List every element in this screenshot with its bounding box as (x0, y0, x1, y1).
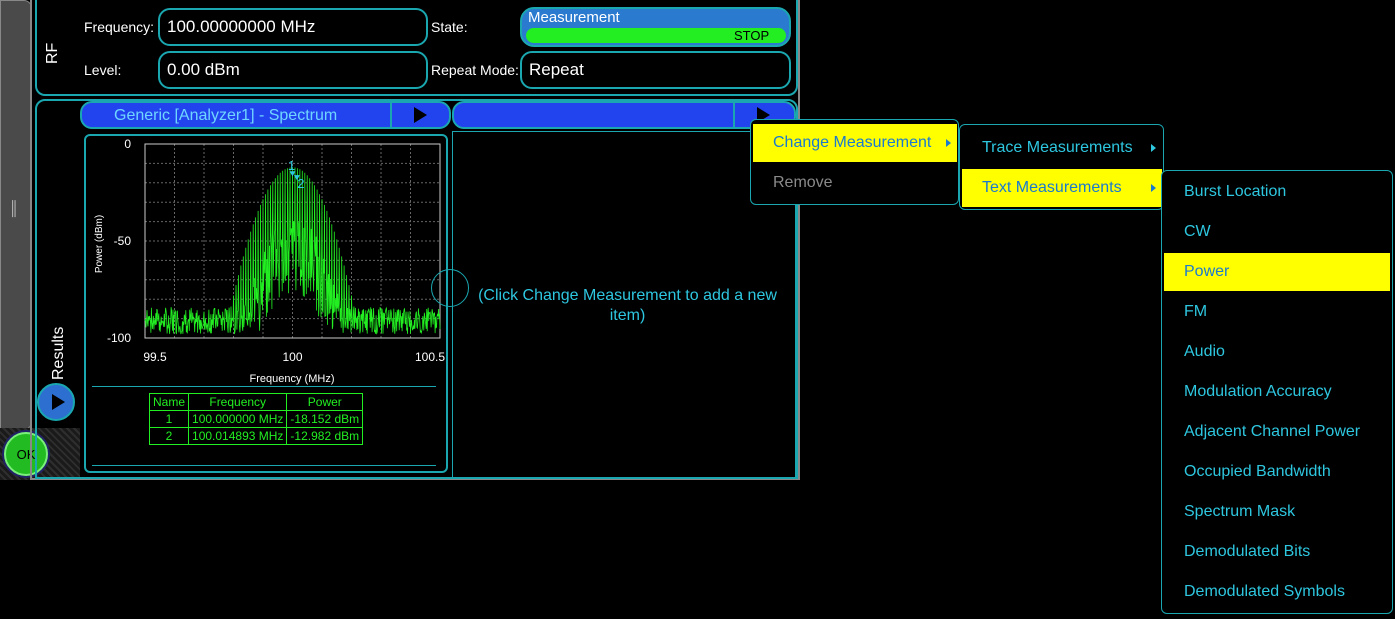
main-frame (30, 0, 800, 480)
y-tick-label: 0 (124, 137, 131, 151)
plot-frame (144, 143, 441, 339)
tab-spectrum[interactable] (80, 101, 451, 129)
chart-grid (144, 143, 441, 339)
menu-item-change-measurement[interactable]: Change Measurement (753, 124, 957, 162)
menu-item-demodulated-bits[interactable]: Demodulated Bits (1184, 543, 1311, 560)
x-tick-label: 99.5 (143, 350, 167, 364)
submenu-arrow-icon (946, 139, 951, 147)
spectrum-trace-line (144, 167, 441, 335)
menu-item-adjacent-channel-power[interactable]: Adjacent Channel Power (1184, 423, 1361, 440)
submenu-arrow-icon (1151, 144, 1156, 152)
marker-table-header: Frequency (188, 393, 288, 411)
tab-spectrum-title: Generic [Analyzer1] - Spectrum (114, 107, 338, 124)
marker-table-frame (92, 386, 436, 466)
chart-ticks: 99.5 100 100.5 0 -50 -100 (107, 137, 445, 364)
marker-label: 2 (297, 176, 304, 191)
spectrum-chart[interactable]: 99.5 100 100.5 0 -50 -100 Frequency (MHz) Pow… (84, 134, 448, 389)
results-play-button[interactable] (37, 383, 75, 421)
menu-item-spectrum-mask[interactable]: Spectrum Mask (1184, 503, 1296, 520)
rf-panel (35, 0, 798, 96)
table-cell: 100.000000 MHz (188, 410, 288, 428)
table-cell: 100.014893 MHz (188, 427, 288, 445)
marker-table-header: Power (286, 393, 364, 411)
menu-item-occupied-bandwidth[interactable]: Occupied Bandwidth (1184, 463, 1331, 480)
y-tick-label: -100 (107, 331, 131, 345)
chart-y-label: Power (dBm) (94, 215, 105, 273)
repeat-mode-label: Repeat Mode: (431, 62, 519, 78)
repeat-mode-field[interactable]: Repeat (520, 51, 791, 89)
spectrum-trace (144, 167, 441, 335)
menu-item-modulation-accuracy[interactable]: Modulation Accuracy (1184, 383, 1332, 400)
marker-label: 1 (288, 158, 295, 173)
level-label: Level: (84, 62, 122, 78)
touch-indicator (431, 269, 469, 307)
level-field[interactable]: 0.00 dBm (158, 51, 428, 89)
menu-item-audio[interactable]: Audio (1184, 343, 1225, 360)
table-cell: 1 (148, 410, 190, 428)
menu-item-cw[interactable]: CW (1184, 223, 1211, 240)
x-tick-label: 100 (282, 350, 302, 364)
table-cell: 2 (148, 427, 190, 445)
results-section-label: Results (50, 326, 67, 380)
state-progress-bar (526, 28, 786, 43)
context-menu: Change Measurement Remove (750, 119, 959, 205)
measurement-type-menu: Trace Measurements Text Measurements (959, 124, 1164, 210)
menu-item-fm[interactable]: FM (1184, 303, 1208, 320)
rf-section-label: RF (44, 42, 61, 64)
menu-item-power[interactable]: Power (1164, 253, 1390, 291)
chart-x-label: Frequency (MHz) (250, 373, 335, 385)
marker-1 (289, 171, 296, 177)
menu-item-burst-location[interactable]: Burst Location (1184, 183, 1287, 200)
x-tick-label: 100.5 (415, 350, 445, 364)
empty-pane-hint: (Click Change Measurement to add a new i… (478, 287, 777, 324)
state-status: STOP (734, 28, 770, 43)
state-title: Measurement (528, 9, 620, 26)
marker-2 (293, 175, 300, 181)
menu-item-trace-measurements[interactable]: Trace Measurements (962, 129, 1162, 167)
results-panel (35, 99, 798, 479)
table-cell: -12.982 dBm (286, 427, 364, 445)
frequency-field[interactable]: 100.00000000 MHz (158, 8, 428, 46)
y-tick-label: -50 (114, 234, 132, 248)
left-panel-strip[interactable] (0, 0, 32, 430)
menu-item-remove: Remove (773, 174, 833, 191)
chart-markers: 12 (288, 158, 305, 191)
frequency-label: Frequency: (84, 19, 155, 35)
state-label: State: (431, 19, 468, 35)
marker-table-header: Name (148, 393, 190, 411)
tab-empty[interactable] (452, 101, 796, 129)
tab-spectrum-play-icon[interactable] (390, 101, 451, 129)
menu-item-text-measurements[interactable]: Text Measurements (962, 169, 1162, 207)
panel-grip-icon[interactable]: ║ (9, 200, 19, 216)
submenu-arrow-icon (1151, 184, 1156, 192)
menu-item-demodulated-symbols[interactable]: Demodulated Symbols (1184, 583, 1345, 600)
table-cell: -18.152 dBm (286, 410, 364, 428)
